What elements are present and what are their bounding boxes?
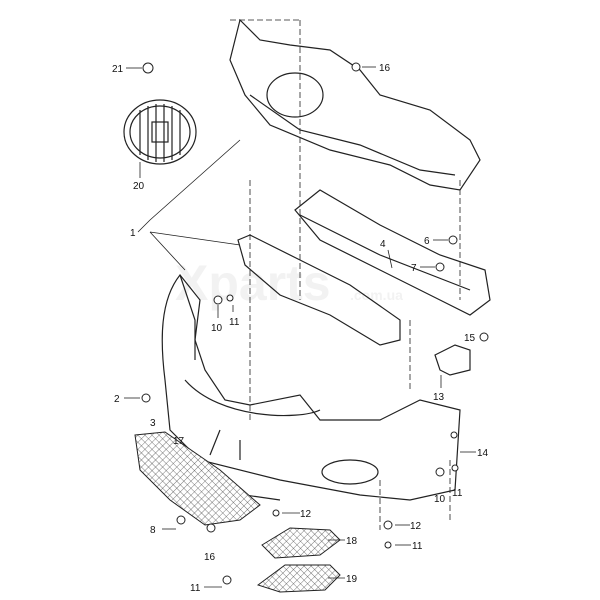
callout-7: 7 xyxy=(411,263,417,274)
callout-11: 11 xyxy=(452,488,463,499)
guide-lines xyxy=(230,19,461,530)
callout-13: 13 xyxy=(433,392,445,403)
bumper-reinforcement xyxy=(294,189,491,316)
fasteners xyxy=(141,62,489,585)
callout-10: 10 xyxy=(434,494,446,505)
callout-12: 12 xyxy=(300,509,312,520)
radiator-grille xyxy=(123,99,197,165)
callout-12: 12 xyxy=(410,521,422,532)
callout-21: 21 xyxy=(112,64,124,75)
bumper-guide-bracket xyxy=(237,234,401,346)
callout-8: 8 xyxy=(150,525,156,536)
callout-1: 1 xyxy=(130,228,136,239)
callout-14: 14 xyxy=(477,448,489,459)
callout-16: 16 xyxy=(379,63,391,74)
callout-11: 11 xyxy=(190,583,201,594)
watermark-brand: Xparts xyxy=(175,255,331,311)
callout-6: 6 xyxy=(424,236,430,247)
callout-15: 15 xyxy=(464,333,476,344)
callout-19: 19 xyxy=(346,574,358,585)
front-carrier xyxy=(229,18,481,191)
lower-grille-mesh xyxy=(134,431,261,526)
side-grille-mesh-18 xyxy=(261,527,341,559)
callout-11: 11 xyxy=(229,317,240,328)
callout-10: 10 xyxy=(211,323,223,334)
side-bracket xyxy=(434,344,471,376)
fog-lamp-grille-19 xyxy=(256,564,341,593)
callout-16: 16 xyxy=(204,552,216,563)
callout-18: 18 xyxy=(346,536,358,547)
leader-lines xyxy=(124,66,476,588)
callout-3: 3 xyxy=(150,418,156,429)
callout-20: 20 xyxy=(133,181,145,192)
callout-4: 4 xyxy=(380,239,386,250)
callout-17: 17 xyxy=(173,436,185,447)
callout-2: 2 xyxy=(114,394,120,405)
watermark-domain: .com.ua xyxy=(350,287,403,303)
callout-11: 11 xyxy=(412,541,423,552)
